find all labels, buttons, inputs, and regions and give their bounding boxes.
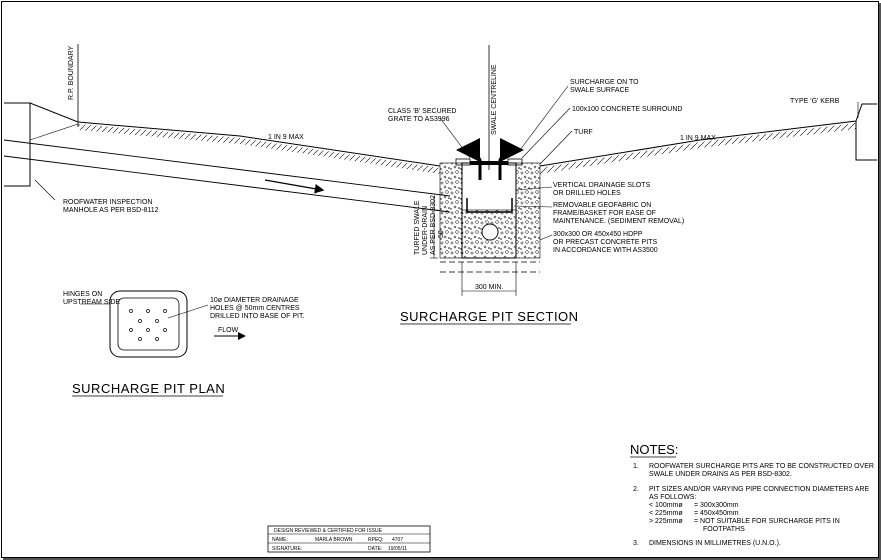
hinges-label-1: HINGES ON [63, 291, 102, 298]
hinges-label-2: UPSTREAM SIDE [63, 299, 121, 306]
stamp-date-value: 19/05/11 [388, 546, 407, 552]
kerb-label: TYPE 'G' KERB [790, 98, 840, 105]
geofabric-label-3: MAINTENANCE. (SEDIMENT REMOVAL) [553, 218, 684, 225]
size-3-a: > 225mmø [649, 518, 683, 525]
holes-label-3: DRILLED INTO BASE OF PIT. [210, 313, 304, 320]
left-ground [4, 102, 441, 187]
geofabric-label-1: REMOVABLE GEOFABRIC ON [553, 202, 651, 209]
stamp-rpeq-label: RPEQ: [368, 537, 384, 543]
notes-heading: NOTES: [630, 442, 678, 457]
stamp-rpeq-value: 4707 [392, 537, 403, 543]
right-ground [539, 103, 877, 174]
size-3-cont: FOOTPATHS [703, 526, 745, 533]
pit-plan [80, 290, 246, 358]
size-1-b: = 300x300mm [694, 502, 739, 509]
stamp-signature-label: SIGNATURE: [272, 546, 302, 552]
pit-section [439, 138, 541, 273]
boundary-label: R.P. BOUNDARY [68, 45, 75, 100]
surcharge-label-2: SWALE SURFACE [570, 87, 630, 94]
slope-left-label: 1 IN 9 MAX [268, 134, 304, 141]
size-1-a: < 100mmø [649, 502, 683, 509]
swale-label-1: TURFED SWALE [414, 200, 421, 255]
note-1-num: 1. [633, 463, 639, 470]
surcharge-label-1: SURCHARGE ON TO [570, 79, 639, 86]
dim-300: 300 MIN. [475, 284, 503, 291]
pit-label-1: 300x300 OR 450x450 HDPP [553, 231, 643, 238]
note-1-line-1: ROOFWATER SURCHARGE PITS ARE TO BE CONST… [649, 463, 874, 470]
turf-label: TURF [574, 129, 593, 136]
manhole-label-1: ROOFWATER INSPECTION [63, 199, 152, 206]
grate-label-1: CLASS 'B' SECURED [388, 108, 456, 115]
slots-label-1: VERTICAL DRAINAGE SLOTS [553, 182, 651, 189]
flow-label: FLOW [218, 327, 239, 334]
certification-stamp: DESIGN REVIEWED & CERTIFIED FOR ISSUE NA… [267, 525, 431, 553]
dimensions [430, 196, 517, 296]
note-3-line: DIMENSIONS IN MILLIMETRES (U.N.O.). [649, 540, 781, 547]
pit-label-3: IN ACCORDANCE WITH AS3500 [553, 247, 658, 254]
plan-title: SURCHARGE PIT PLAN [72, 381, 225, 396]
stamp-name-label: NAME: [272, 537, 288, 543]
surround-label: 100x100 CONCRETE SURROUND [572, 106, 682, 113]
holes-label-2: HOLES @ 50mm CENTRES [210, 305, 300, 312]
section-title: SURCHARGE PIT SECTION [400, 309, 579, 324]
size-2-b: = 450x450mm [694, 510, 739, 517]
slots-label-2: OR DRILLED HOLES [553, 190, 621, 197]
size-3-b: = NOT SUITABLE FOR SURCHARGE PITS IN [694, 518, 840, 525]
size-2-a: < 225mmø [649, 510, 683, 517]
manhole-label-2: MANHOLE AS PER BSD-8112 [63, 207, 159, 214]
roofwater-pipe [3, 139, 451, 213]
pit-label-2: OR PRECAST CONCRETE PITS [553, 239, 657, 246]
note-3-num: 3. [633, 540, 639, 547]
swale-label-3: AS PER BSD-8302 [430, 195, 437, 255]
grate-label-2: GRATE TO AS3996 [388, 116, 450, 123]
note-1-line-2: SWALE UNDER DRAINS AS PER BSD-8302. [649, 471, 792, 478]
leader-lines [34, 85, 859, 241]
centreline-label: SWALE CENTRELINE [491, 64, 498, 135]
note-2-line-1: PIT SIZES AND/OR VARYING PIPE CONNECTION… [649, 486, 869, 493]
note-2-num: 2. [633, 486, 639, 493]
swale-label-2: UNDER-DRAIN [422, 206, 429, 255]
stamp-date-label: DATE: [368, 546, 382, 552]
drainage-holes [129, 309, 167, 341]
stamp-name-value: MARLA BROWN [315, 537, 353, 543]
slope-right-label: 1 IN 9 MAX [680, 135, 716, 142]
dim-50: 50 [438, 230, 445, 238]
stamp-header: DESIGN REVIEWED & CERTIFIED FOR ISSUE [274, 528, 383, 534]
note-2-line-2: AS FOLLOWS: [649, 494, 697, 501]
geofabric-label-2: FRAME/BASKET FOR EASE OF [553, 210, 656, 217]
holes-label-1: 10ø DIAMETER DRAINAGE [210, 297, 299, 304]
